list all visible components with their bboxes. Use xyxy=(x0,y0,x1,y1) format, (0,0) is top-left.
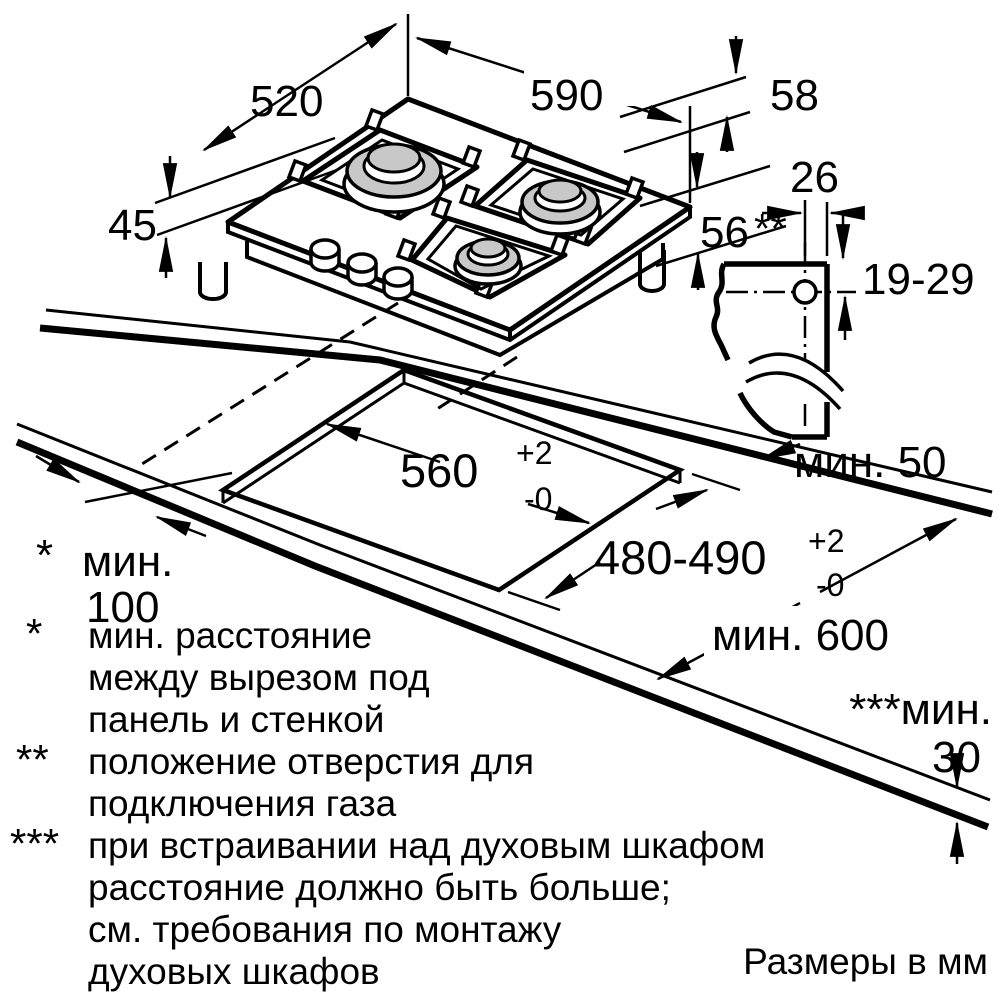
dim-480-tol-minus: -0 xyxy=(816,567,844,603)
dim-45: 45 xyxy=(108,201,157,250)
footnote-3-line-2: расстояние должно быть больше; xyxy=(88,867,671,908)
gas-hole xyxy=(792,279,818,305)
projection-dashed-line-short xyxy=(430,355,518,415)
dim-min-50: мин. 50 xyxy=(794,438,947,487)
hob-foot-left xyxy=(198,262,228,301)
dim-560: 560 xyxy=(400,444,478,497)
footnote-3-line-4: духовых шкафов xyxy=(88,951,380,992)
units-note: Размеры в мм xyxy=(743,941,988,982)
projection-dashed-line xyxy=(141,301,399,466)
dim-min-30-value: 30 xyxy=(932,733,981,782)
dim-19-29: 19-29 xyxy=(862,255,975,304)
footnote-marker-1: * xyxy=(26,610,42,657)
break-symbol xyxy=(745,352,845,411)
dim-58: 58 xyxy=(770,71,819,120)
worktop-drawing xyxy=(15,301,993,831)
dim-560-tol-plus: +2 xyxy=(516,435,552,471)
footnote-3-line-3: см. требования по монтажу xyxy=(88,909,562,950)
control-knobs xyxy=(309,238,414,301)
burner-small xyxy=(395,195,571,300)
dim-480-tol-plus: +2 xyxy=(808,523,844,559)
dim-480-490: 480-490 xyxy=(594,531,767,584)
dim-min-100-word: мин. xyxy=(82,537,173,586)
dim-min-600: мин. 600 xyxy=(712,611,889,660)
hob-foot-right xyxy=(638,250,666,293)
burner-large xyxy=(286,107,483,221)
worktop-cutout xyxy=(218,367,685,593)
dim-56: 56 xyxy=(700,208,749,257)
footnote-marker-2: ** xyxy=(16,736,49,783)
worktop-front-edge-line xyxy=(16,422,991,802)
dim-min-100-value: 100 xyxy=(86,583,159,632)
footnotes: * мин. расстояние между вырезом под пане… xyxy=(10,610,765,992)
hob-drawing xyxy=(198,96,693,358)
dim-min-100-star: * xyxy=(36,531,53,580)
dimension-lines xyxy=(35,14,965,864)
gas-connection-detail xyxy=(711,242,856,440)
wall-back-thick-line xyxy=(39,324,993,518)
footnote-marker-3: *** xyxy=(10,820,59,867)
hob-glass-edge xyxy=(226,207,692,343)
dim-590: 590 xyxy=(530,71,603,120)
dim-min-30-label: ***мин. xyxy=(849,685,992,734)
wall-break-edge xyxy=(711,262,731,362)
footnote-2-line-1: положение отверстия для xyxy=(88,741,534,782)
footnote-1-line-1: мин. расстояние xyxy=(88,615,372,656)
label-backing xyxy=(524,56,636,106)
dim-26: 26 xyxy=(790,153,839,202)
burner-medium xyxy=(458,137,646,247)
dimension-labels: 520 590 58 45 56 ** 26 19-29 мин. 50 560… xyxy=(36,71,992,782)
dim-560-tol-minus: -0 xyxy=(524,481,552,517)
worktop-front-thick-line xyxy=(15,438,990,831)
dim-520: 520 xyxy=(250,77,323,126)
footnote-3-line-1: при встраивании над духовым шкафом xyxy=(88,825,765,866)
label-backing xyxy=(704,606,942,658)
dim-56-ref: ** xyxy=(754,205,787,252)
footnote-1-line-2: между вырезом под xyxy=(88,657,430,698)
footnote-1-line-3: панель и стенкой xyxy=(88,699,384,740)
footnote-2-line-2: подключения газа xyxy=(88,783,397,824)
